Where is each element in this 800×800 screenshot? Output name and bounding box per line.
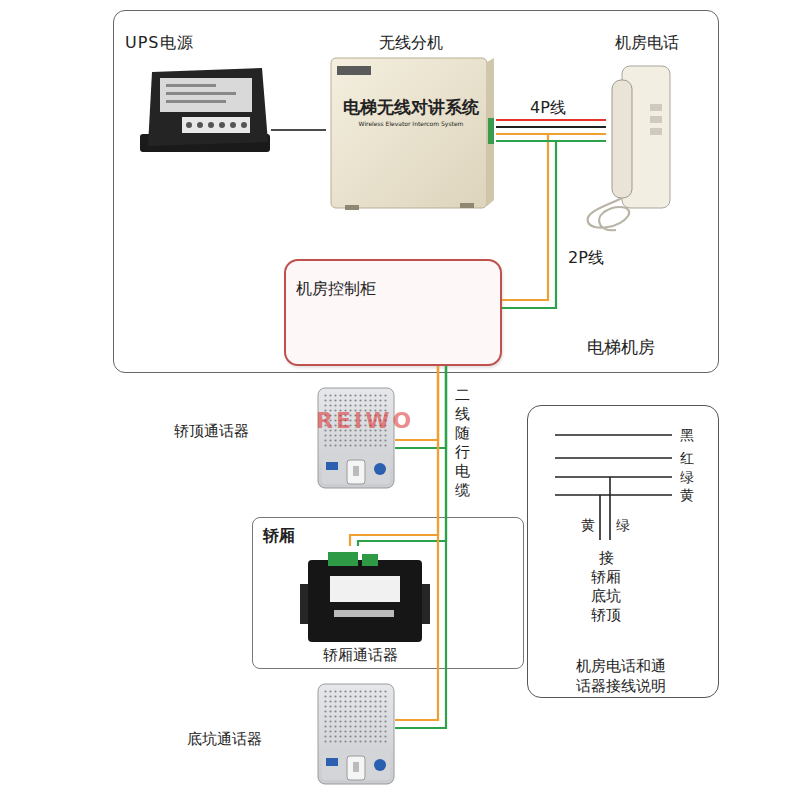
ups-device	[140, 68, 270, 152]
unit-foot	[345, 205, 359, 210]
device-print: Wireless Elevator Intercom System	[335, 120, 487, 127]
wire-line	[599, 495, 601, 540]
cable-label: 4P线	[530, 98, 566, 117]
wire-color: 黄	[581, 517, 595, 534]
wire	[496, 126, 606, 128]
wire-color: 绿	[616, 517, 630, 534]
pit-intercom-device	[318, 684, 394, 784]
cable-connector	[395, 366, 446, 448]
wire-line	[609, 477, 611, 540]
car-area: 轿厢轿厢通话器	[252, 517, 524, 669]
device-print: 电梯无线对讲系统	[335, 97, 487, 117]
cabinet-label: 机房控制柜	[296, 279, 376, 298]
wire-line	[555, 434, 672, 436]
wire-line	[555, 476, 672, 478]
unit-side	[487, 58, 494, 206]
wire-color: 黑	[680, 427, 694, 444]
wire-color: 红	[680, 450, 694, 467]
control-cabinet: 机房控制柜	[284, 259, 502, 366]
note-caption: 机房电话和通话器接线说明	[569, 656, 673, 696]
device-sticker	[334, 610, 394, 617]
wire	[395, 366, 446, 448]
ups-terminal	[197, 122, 203, 128]
wiring-legend-lines	[555, 435, 672, 540]
ups-terminal	[219, 122, 225, 128]
wire	[395, 366, 446, 728]
ups-node: UPS电源	[119, 31, 271, 156]
wire	[496, 134, 548, 300]
device-label: 轿顶通话器	[174, 422, 249, 440]
ups-terminal	[230, 122, 236, 128]
wire	[395, 366, 438, 720]
cable-connector	[271, 130, 326, 131]
vertical-note: 接 轿厢 底坑 轿顶	[589, 549, 623, 625]
wiring-note-box: 黑红绿黄黄绿接 轿厢 底坑 轿顶机房电话和通话器接线说明	[527, 405, 719, 698]
phone-cord	[588, 198, 630, 230]
wire	[496, 119, 606, 121]
wire	[350, 366, 438, 546]
phone-key	[650, 116, 662, 123]
cable-label: 二线随行电缆	[453, 386, 471, 500]
ups-terminal-strip	[182, 117, 250, 133]
unit-body	[331, 58, 487, 208]
device-sticker	[330, 576, 400, 602]
unit-foot	[460, 203, 474, 208]
ups-panel	[160, 78, 252, 112]
phone-key	[650, 128, 662, 135]
cable-connector	[496, 134, 556, 308]
machine-room-area: 电梯机房 UPS电源 无线分机电梯无线对讲系统 Wireless Elevator I…	[113, 10, 719, 373]
wire-line	[555, 457, 672, 459]
device-label: UPS电源	[125, 33, 194, 52]
device-label: 无线分机	[379, 33, 443, 52]
car-intercom-device	[300, 552, 430, 642]
device-label: 机房电话	[615, 33, 679, 52]
device-label: 轿厢通话器	[323, 646, 398, 664]
cable-label: 2P线	[568, 248, 604, 267]
device-label: 底坑通话器	[187, 730, 262, 748]
device-body	[308, 560, 422, 642]
cable-connector	[350, 366, 446, 546]
wire	[496, 133, 606, 135]
wireless-unit-node: 无线分机电梯无线对讲系统 Wireless Elevator Intercom S…	[326, 31, 496, 216]
watermark: REIWO	[316, 408, 414, 434]
cable-connector	[395, 366, 446, 728]
unit-terminal	[488, 118, 494, 144]
device-terminal	[362, 554, 378, 566]
wire	[496, 141, 556, 308]
wire	[496, 140, 606, 142]
car-top-intercom-device	[318, 388, 394, 488]
ups-terminal	[186, 122, 192, 128]
wire	[271, 129, 326, 131]
device-terminal	[328, 552, 358, 566]
wire	[358, 366, 446, 546]
intercom-node: 轿顶通话器	[170, 385, 395, 490]
phone-node: 机房电话	[606, 31, 701, 221]
ups-body	[148, 68, 268, 146]
wall-phone	[588, 66, 670, 230]
area-title: 轿厢	[263, 526, 295, 545]
area-title: 电梯机房	[587, 337, 655, 357]
ups-terminal	[208, 122, 214, 128]
wire-color: 绿	[680, 469, 694, 486]
ups-panel-line	[166, 84, 216, 87]
wire-line	[555, 494, 672, 496]
wire	[395, 366, 438, 440]
intercom-node: 轿厢通话器	[296, 546, 436, 666]
intercom-node: 底坑通话器	[180, 675, 395, 787]
ups-terminal	[241, 122, 247, 128]
phone-key	[650, 104, 662, 111]
ups-panel-line	[166, 92, 236, 95]
cable-connector	[496, 120, 606, 141]
wire-color: 黄	[680, 487, 694, 504]
ups-panel-line	[166, 100, 226, 103]
unit-badge	[337, 66, 371, 75]
wireless-unit	[331, 58, 494, 210]
phone-handset	[612, 80, 632, 198]
